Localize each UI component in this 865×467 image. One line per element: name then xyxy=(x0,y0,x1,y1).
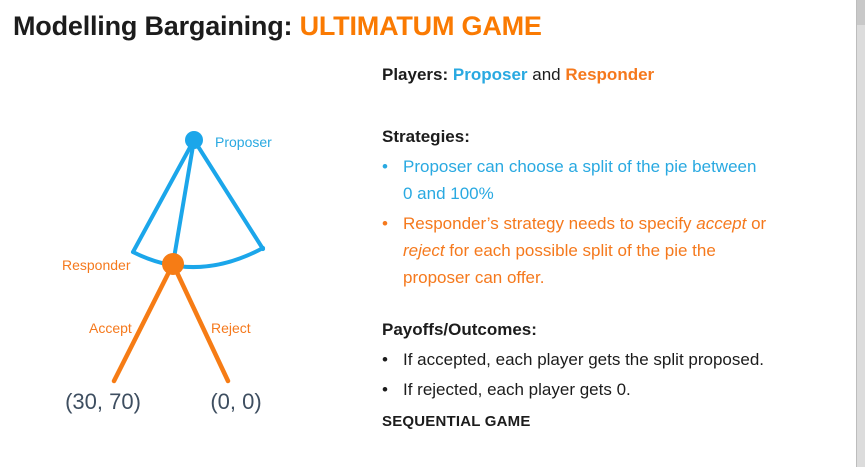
payoff-rejected-bullet: • If rejected, each player gets 0. xyxy=(382,376,854,403)
reject-branch xyxy=(170,261,231,384)
title-prefix: Modelling Bargaining: xyxy=(13,11,300,41)
scrollbar-thumb[interactable] xyxy=(857,0,865,25)
proposer-strategy-text: Proposer can choose a split of the pie b… xyxy=(403,153,756,207)
responder-node xyxy=(162,253,184,275)
bullet-dot: • xyxy=(382,350,388,369)
responder-node-label: Responder xyxy=(62,257,131,273)
payoffs-heading: Payoffs/Outcomes: xyxy=(382,320,537,339)
page-title: Modelling Bargaining: ULTIMATUM GAME xyxy=(13,11,542,42)
game-tree-diagram: Proposer Responder Accept Reject (30, 70… xyxy=(62,131,272,414)
proposer-fan-right-edge xyxy=(192,138,265,251)
proposer-fan-left-edge xyxy=(131,138,196,254)
players-proposer: Proposer xyxy=(452,65,528,84)
bullet-dot: • xyxy=(382,214,388,233)
accept-payoff-value: (30, 70) xyxy=(65,389,141,414)
responder-strategy-line2: reject for each possible split of the pi… xyxy=(403,241,716,260)
payoffs-bullets: • If accepted, each player gets the spli… xyxy=(382,346,854,403)
payoff-accepted-bullet: • If accepted, each player gets the spli… xyxy=(382,346,854,373)
proposer-node-label: Proposer xyxy=(215,134,272,150)
payoff-rejected-text: If rejected, each player gets 0. xyxy=(403,380,631,399)
players-label: Players: xyxy=(382,65,449,84)
accept-branch xyxy=(111,261,176,384)
responder-strategy-line1: Responder’s strategy needs to specify ac… xyxy=(403,214,767,233)
accept-branch-label: Accept xyxy=(89,320,132,336)
responder-strategy-line3: proposer can offer. xyxy=(403,268,545,287)
proposer-strategy-line1: Proposer can choose a split of the pie b… xyxy=(403,157,757,176)
proposer-fan-arc xyxy=(131,246,265,269)
proposer-strategy-line2: 0 and 100% xyxy=(403,184,494,203)
players-responder: Responder xyxy=(565,65,655,84)
players-conjunction: and xyxy=(527,65,566,84)
reject-branch-label: Reject xyxy=(211,320,251,336)
payoff-accepted-text: If accepted, each player gets the split … xyxy=(403,350,765,369)
strategies-section: Strategies: • Proposer can choose a spli… xyxy=(382,127,854,294)
responder-strategy-text: Responder’s strategy needs to specify ac… xyxy=(403,210,766,291)
title-highlight: ULTIMATUM GAME xyxy=(299,11,542,41)
strategies-heading: Strategies: xyxy=(382,127,470,146)
sequential-game-label: SEQUENTIAL GAME xyxy=(382,413,531,430)
proposer-fan-middle-edge xyxy=(171,138,196,266)
reject-payoff-value: (0, 0) xyxy=(210,389,261,414)
strategies-bullets: • Proposer can choose a split of the pie… xyxy=(382,153,854,291)
proposer-strategy-bullet: • Proposer can choose a split of the pie… xyxy=(382,153,854,207)
proposer-node xyxy=(185,131,203,149)
bullet-dot: • xyxy=(382,157,388,176)
payoffs-section: Payoffs/Outcomes: • If accepted, each pl… xyxy=(382,320,854,406)
scrollbar-track[interactable] xyxy=(856,0,865,467)
players-line: Players: Proposer and Responder xyxy=(382,65,654,85)
bullet-dot: • xyxy=(382,380,388,399)
responder-strategy-bullet: • Responder’s strategy needs to specify … xyxy=(382,210,854,291)
